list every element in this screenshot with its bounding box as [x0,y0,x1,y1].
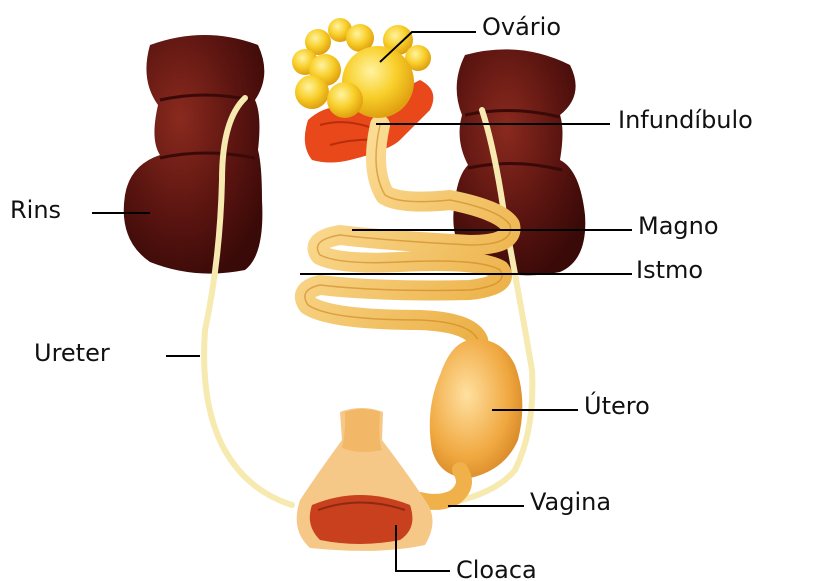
label-ureter: Ureter [34,341,110,365]
left-kidney [124,35,265,274]
label-infundibulo: Infundíbulo [618,108,753,132]
label-cloaca: Cloaca [456,558,537,581]
label-utero: Útero [584,394,650,418]
cloaca [297,408,433,551]
vagina [420,470,464,502]
label-vagina: Vagina [530,490,611,514]
label-rins: Rins [10,198,61,222]
label-istmo: Istmo [636,258,703,282]
uterus [430,339,523,478]
label-magno: Magno [638,214,719,238]
label-ovario: Ovário [482,15,561,39]
